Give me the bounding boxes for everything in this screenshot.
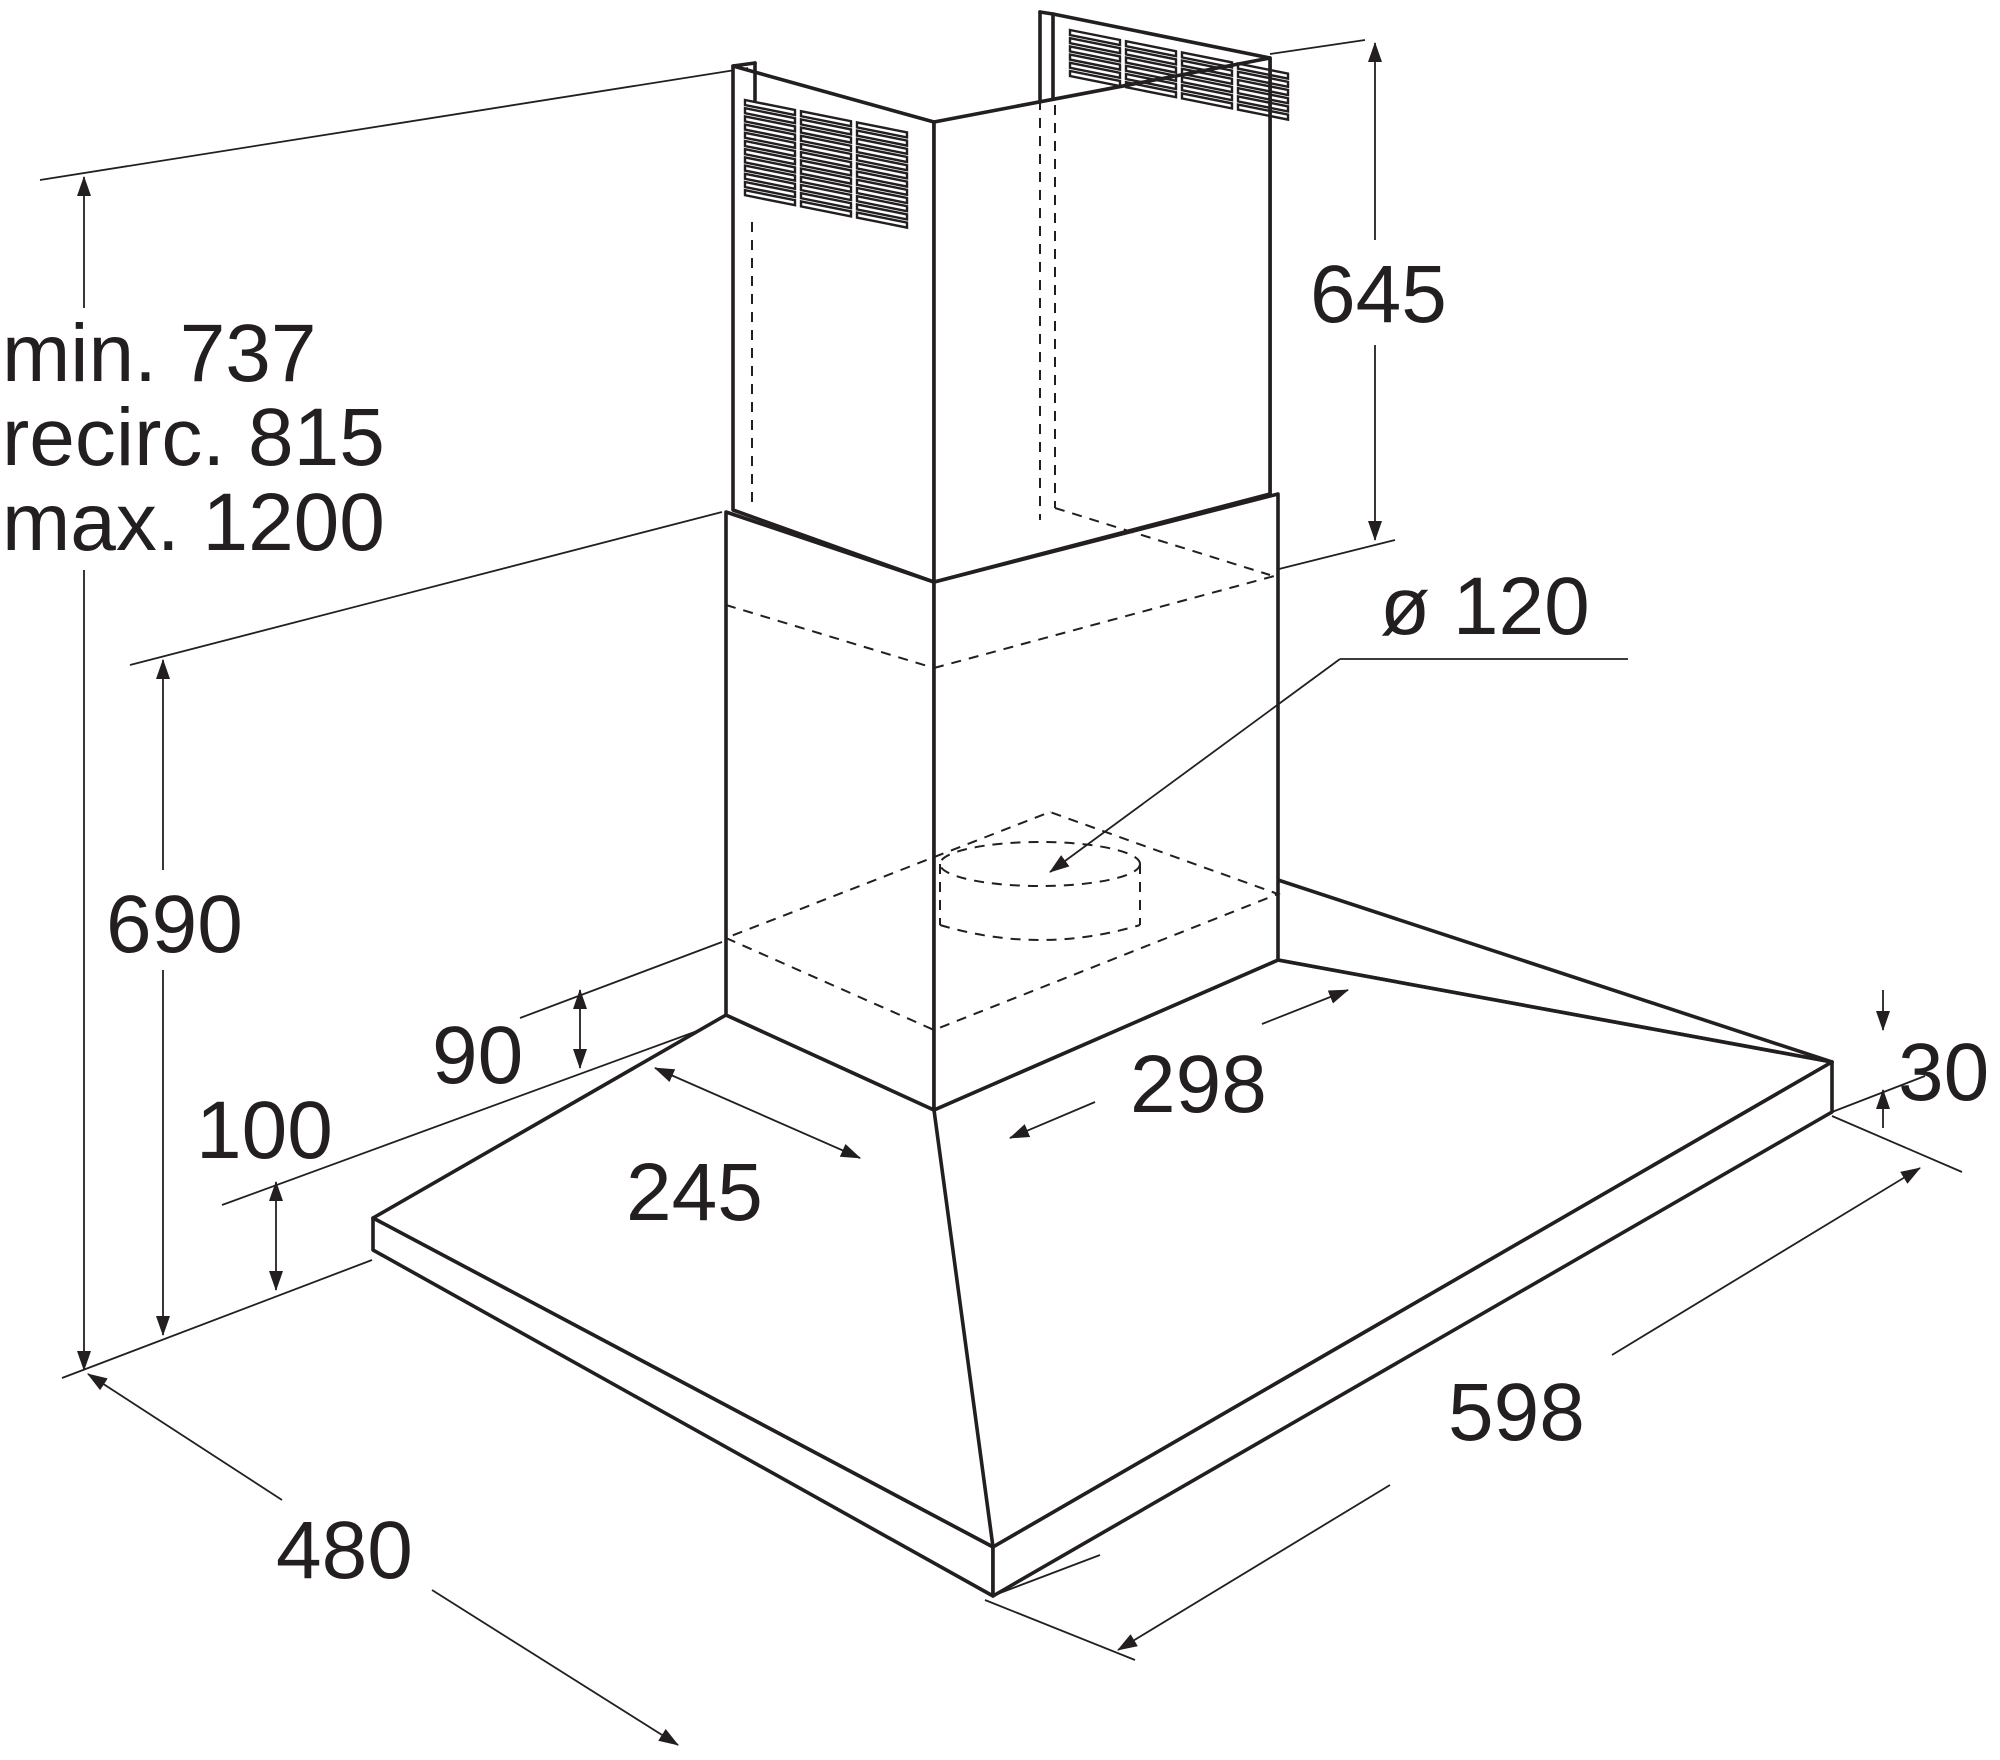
- vent-grille-back: [1068, 28, 1290, 122]
- vent-slot: [1068, 53, 1122, 72]
- vent-slot: [1068, 28, 1122, 47]
- vent-slot: [743, 188, 797, 207]
- vent-slot: [1124, 64, 1178, 83]
- vent-slot: [799, 126, 853, 145]
- dimension-labels: min. 737 recirc. 815 max. 1200 645 ø 120…: [2, 249, 1989, 1596]
- vent-slot: [1236, 70, 1290, 89]
- label-height-recirc: recirc. 815: [2, 392, 385, 483]
- label-height-min: min. 737: [2, 308, 317, 399]
- vent-slot: [799, 175, 853, 194]
- vent-slot: [855, 161, 909, 180]
- vent-slot: [855, 202, 909, 221]
- vent-slot: [743, 106, 797, 125]
- vent-slot: [799, 167, 853, 186]
- vent-slot: [743, 139, 797, 158]
- vent-slot: [855, 186, 909, 205]
- vent-slot: [799, 142, 853, 161]
- vent-slot: [1068, 61, 1122, 80]
- vent-slot: [799, 109, 853, 128]
- vent-slot: [1124, 39, 1178, 58]
- vent-slot: [799, 191, 853, 210]
- vent-slot: [1236, 103, 1290, 122]
- vent-slot: [1180, 75, 1234, 94]
- vent-slot: [799, 117, 853, 136]
- vent-slot: [1236, 86, 1290, 105]
- vent-slot: [1124, 56, 1178, 75]
- vent-slot: [1180, 59, 1234, 78]
- vent-slot: [743, 180, 797, 199]
- upper-chimney: [731, 10, 1272, 584]
- label-chimney-depth: 245: [626, 1147, 763, 1238]
- vent-slot: [743, 147, 797, 166]
- vent-slot: [855, 178, 909, 197]
- vent-slot: [1068, 44, 1122, 63]
- vent-slot: [1236, 94, 1290, 113]
- vent-slot: [743, 123, 797, 142]
- vent-slot: [855, 137, 909, 156]
- vent-slot: [1124, 80, 1178, 99]
- vent-slot: [799, 183, 853, 202]
- label-rim-thickness: 30: [1898, 1027, 1989, 1118]
- dimension-arrows: [77, 42, 1921, 1746]
- label-height-max: max. 1200: [2, 477, 385, 568]
- label-overall-width: 598: [1448, 1367, 1585, 1458]
- vent-slot: [1180, 83, 1234, 102]
- label-lower-step: 90: [432, 1010, 523, 1101]
- vent-slot: [855, 170, 909, 189]
- vent-slot: [743, 155, 797, 174]
- vent-slot: [1180, 91, 1234, 110]
- vent-slot: [855, 153, 909, 172]
- vent-slot: [743, 131, 797, 150]
- vent-slot: [799, 150, 853, 169]
- label-chimney-width: 298: [1130, 1039, 1267, 1130]
- vent-slot: [1180, 50, 1234, 69]
- vent-slot: [855, 120, 909, 139]
- vent-slot: [799, 158, 853, 177]
- vent-slot: [1236, 62, 1290, 81]
- label-canopy-edge: 100: [196, 1085, 333, 1176]
- vent-slot: [743, 164, 797, 183]
- vent-slot: [855, 145, 909, 164]
- label-overall-depth: 480: [276, 1505, 413, 1596]
- vent-slot: [1180, 67, 1234, 86]
- vent-grille-left: [743, 98, 909, 230]
- vent-slot: [743, 98, 797, 117]
- vent-slot: [1068, 36, 1122, 55]
- vent-slot: [743, 172, 797, 191]
- vent-slot: [1124, 47, 1178, 66]
- vent-slot: [855, 129, 909, 148]
- vent-slot: [743, 114, 797, 133]
- vent-slot: [799, 199, 853, 218]
- vent-slot: [1124, 72, 1178, 91]
- vent-slot: [1236, 78, 1290, 97]
- vent-slot: [799, 134, 853, 153]
- vent-slot: [855, 211, 909, 230]
- vent-slot: [1068, 69, 1122, 88]
- label-body-height: 690: [106, 879, 243, 970]
- label-duct-diameter: ø 120: [1380, 561, 1590, 652]
- label-chimney-height: 645: [1310, 249, 1447, 340]
- vent-slot: [855, 194, 909, 213]
